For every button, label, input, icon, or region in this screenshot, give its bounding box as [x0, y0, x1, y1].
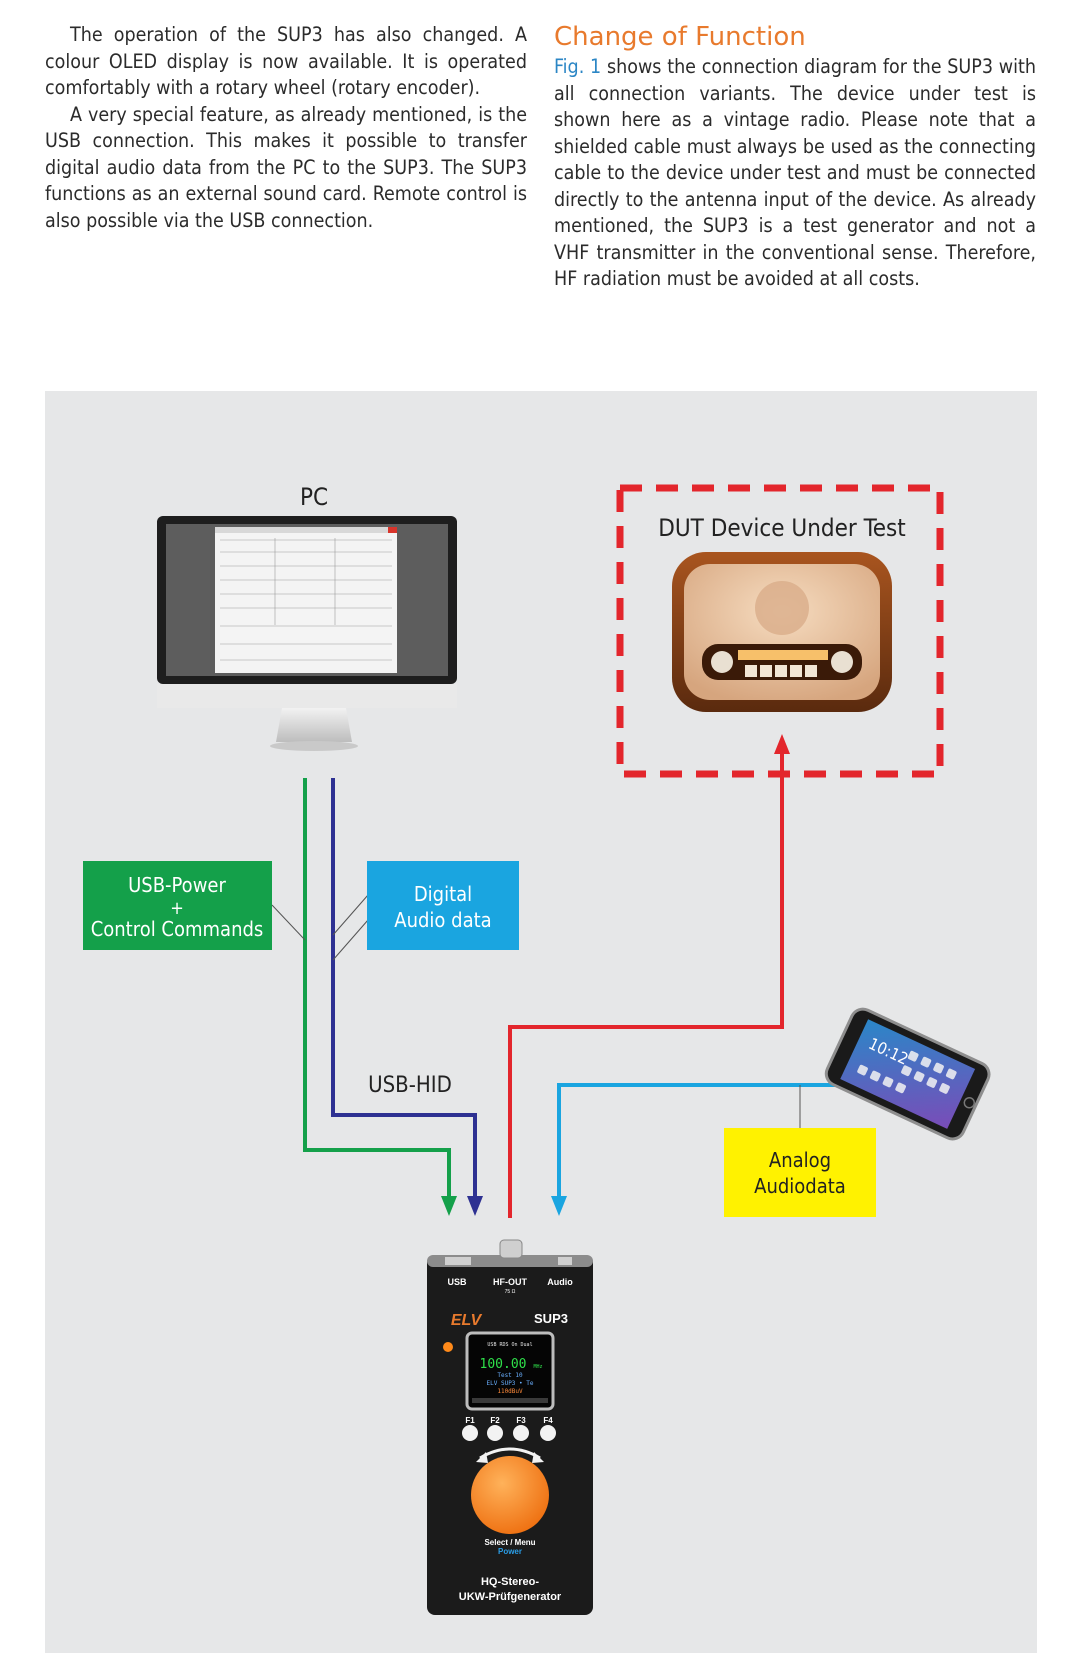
- section-heading: Change of Function: [554, 22, 806, 52]
- status-led: [443, 1342, 453, 1352]
- display-line2: ELV SUP3 • Te: [487, 1380, 534, 1387]
- display-line3: 110dBuV: [497, 1388, 523, 1395]
- dut-arrow: [774, 734, 790, 754]
- f4-label: F4: [543, 1416, 553, 1425]
- usb-hid-cable: [331, 778, 477, 1200]
- text-column-left: The operation of the SUP3 has also chang…: [45, 22, 527, 234]
- paragraph-3-body: shows the connection diagram for the SUP…: [554, 55, 1036, 290]
- f1-label: F1: [465, 1416, 475, 1425]
- usb-power-cable: [303, 778, 451, 1200]
- f2-label: F2: [490, 1416, 500, 1425]
- f3-button: [513, 1425, 529, 1441]
- port-hf-out-label: HF-OUT: [493, 1277, 527, 1287]
- usb-power-label-box: [83, 861, 272, 950]
- analog-audio-label-line2: Audiodata: [754, 1174, 846, 1198]
- oled-display: [465, 1331, 555, 1411]
- pc-software-window: [215, 527, 397, 673]
- display-frequency: 100.00: [480, 1357, 527, 1372]
- select-menu-label: Select / Menu: [484, 1538, 535, 1547]
- device-name-line1: HQ-Stereo-: [481, 1576, 539, 1588]
- analog-audio-cable: [557, 1083, 845, 1200]
- vintage-radio-icon: [672, 552, 892, 712]
- usb-power-label-line2: +: [170, 898, 184, 919]
- paragraph-1: The operation of the SUP3 has also chang…: [45, 23, 527, 99]
- sup3-device: USB HF-OUT 75 Ω Audio ELV SUP3 USB RDS O…: [427, 1239, 593, 1615]
- digital-audio-label-line1: Digital: [414, 882, 472, 906]
- f2-button: [487, 1425, 503, 1441]
- rotary-encoder-knob: [471, 1456, 549, 1534]
- usb-power-label-line3: Control Commands: [91, 917, 264, 941]
- smartphone-icon: 10:12: [824, 1007, 991, 1141]
- port-hf-impedance: 75 Ω: [505, 1289, 516, 1295]
- pc-monitor: [157, 516, 457, 751]
- analog-audio-arrow: [551, 1196, 567, 1216]
- figure-reference: Fig. 1: [554, 55, 602, 78]
- paragraph-2: A very special feature, as already menti…: [45, 102, 527, 232]
- digital-audio-label-line2: Audio data: [394, 908, 491, 932]
- usb-hid-arrow: [467, 1196, 483, 1216]
- port-audio-label: Audio: [547, 1277, 573, 1287]
- analog-audio-label-box: [724, 1128, 876, 1217]
- display-unit: MHz: [533, 1364, 542, 1370]
- paragraph-3: Fig. 1 shows the connection diagram for …: [554, 54, 1036, 293]
- usb-hid-label: USB-HID: [368, 1073, 452, 1098]
- f3-label: F3: [516, 1416, 526, 1425]
- display-status: USB RDS On Dual: [487, 1342, 532, 1348]
- digital-audio-label-box: [367, 861, 519, 950]
- usb-power-label-line1: USB-Power: [128, 873, 226, 897]
- dut-label: DUT Device Under Test: [658, 514, 906, 542]
- analog-audio-label-line1: Analog: [769, 1148, 831, 1172]
- f1-button: [462, 1425, 478, 1441]
- device-name-line2: UKW-Prüfgenerator: [459, 1591, 562, 1603]
- model-label: SUP3: [534, 1311, 568, 1326]
- power-label: Power: [498, 1547, 522, 1556]
- elv-logo: ELV: [451, 1312, 483, 1329]
- port-usb-label: USB: [447, 1277, 467, 1287]
- f4-button: [540, 1425, 556, 1441]
- text-column-right: Change of Function Fig. 1 shows the conn…: [554, 22, 1036, 293]
- hf-out-cable: [508, 748, 784, 1218]
- usb-power-arrow: [441, 1196, 457, 1216]
- display-line1: Test 10: [497, 1372, 523, 1379]
- pc-label: PC: [300, 483, 328, 511]
